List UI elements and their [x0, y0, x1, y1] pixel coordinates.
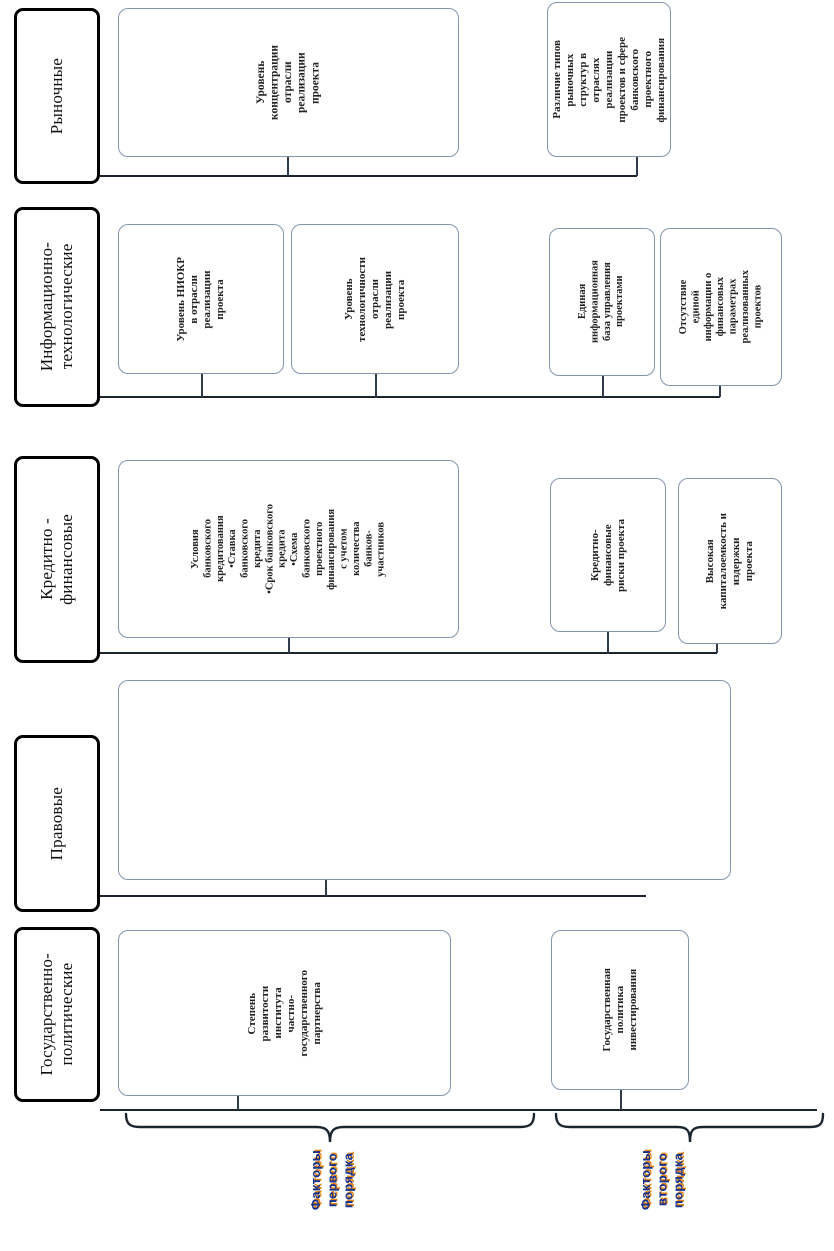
connector-infotech-rnd [201, 374, 203, 397]
order-label-second-text: Факторы второго порядка [637, 1150, 686, 1211]
connector-legal-spine [100, 895, 646, 897]
connector-credit-risks [607, 632, 609, 653]
connector-state-ppp [237, 1096, 239, 1110]
factor-box-market-concentration[interactable]: Уровень концентрации отрасли реализации … [118, 8, 459, 157]
brace-first-order [120, 1112, 540, 1146]
connector-market-spine [100, 175, 637, 177]
connector-state-policy [620, 1090, 622, 1110]
factor-box-no-unified-info[interactable]: Отсутствие единой информации о финансовы… [660, 228, 782, 386]
factor-text-unified-info-base: Единая информационная база управления пр… [577, 260, 626, 344]
factor-box-unified-info-base[interactable]: Единая информационная база управления пр… [549, 228, 655, 376]
order-label-first: Факторы первого порядка [292, 1150, 372, 1250]
category-label-state-political: Государственно- политические [36, 953, 76, 1076]
category-box-info-tech[interactable]: Информационно- технологические [14, 207, 100, 407]
category-box-state-political[interactable]: Государственно- политические [14, 927, 100, 1102]
order-label-second: Факторы второго порядка [622, 1150, 702, 1250]
connector-state-spine [100, 1109, 817, 1111]
factor-text-rnd-level: Уровень НИОКР в отрасли реализации проек… [175, 256, 226, 342]
category-box-credit-finance[interactable]: Кредитно - финансовые [14, 456, 100, 663]
factor-box-state-investment-policy[interactable]: Государственная политика инвестирования [551, 930, 689, 1090]
factor-text-ppp-development: Степень развитости института частно- гос… [245, 969, 323, 1057]
factor-box-market-structure-diff[interactable]: Различие типов рыночных структур в отрас… [547, 2, 671, 157]
order-label-first-text: Факторы первого порядка [307, 1150, 356, 1211]
category-box-market[interactable]: Рыночные [14, 8, 100, 184]
connector-credit-spine [100, 652, 717, 654]
factor-text-bank-credit-terms: Условия банковского кредитования •Ставка… [189, 504, 387, 594]
factor-box-rnd-level[interactable]: Уровень НИОКР в отрасли реализации проек… [118, 224, 284, 374]
category-box-legal[interactable]: Правовые [14, 735, 100, 912]
connector-market-second [636, 157, 638, 176]
factor-box-high-capital-costs[interactable]: Высокая капиталоемкость и издержки проек… [678, 478, 782, 644]
factor-box-bank-credit-terms[interactable]: Условия банковского кредитования •Ставка… [118, 460, 459, 638]
factor-text-market-concentration: Уровень концентрации отрасли реализации … [254, 44, 321, 121]
category-label-credit-finance: Кредитно - финансовые [36, 514, 76, 605]
connector-infotech-spine [100, 396, 720, 398]
factor-box-credit-finance-risks[interactable]: Кредитно- финансовые риски проекта [550, 478, 666, 632]
connector-credit-first [288, 638, 290, 653]
category-label-market: Рыночные [46, 57, 66, 135]
factor-text-state-investment-policy: Государственная политика инвестирования [600, 968, 639, 1052]
connector-credit-capital [716, 644, 718, 653]
connector-infotech-base [602, 376, 604, 397]
factor-text-high-capital-costs: Высокая капиталоемкость и издержки проек… [704, 512, 755, 610]
category-label-legal: Правовые [46, 786, 66, 861]
category-label-info-tech: Информационно- технологические [36, 242, 76, 372]
factor-box-tech-level[interactable]: Уровень технологичности отрасли реализац… [291, 224, 459, 374]
factor-text-tech-level: Уровень технологичности отрасли реализац… [342, 256, 407, 342]
factor-box-legal-empty[interactable] [118, 680, 731, 880]
brace-second-order [551, 1112, 829, 1146]
connector-legal-first [325, 880, 327, 896]
factor-text-market-structure-diff: Различие типов рыночных структур в отрас… [550, 36, 667, 123]
factor-text-no-unified-info: Отсутствие единой информации о финансовы… [677, 270, 763, 344]
connector-market-first [287, 157, 289, 176]
factor-text-credit-finance-risks: Кредитно- финансовые риски проекта [588, 518, 627, 592]
factor-box-ppp-development[interactable]: Степень развитости института частно- гос… [118, 930, 451, 1096]
connector-infotech-noinfo [719, 386, 721, 397]
connector-infotech-tech [375, 374, 377, 397]
